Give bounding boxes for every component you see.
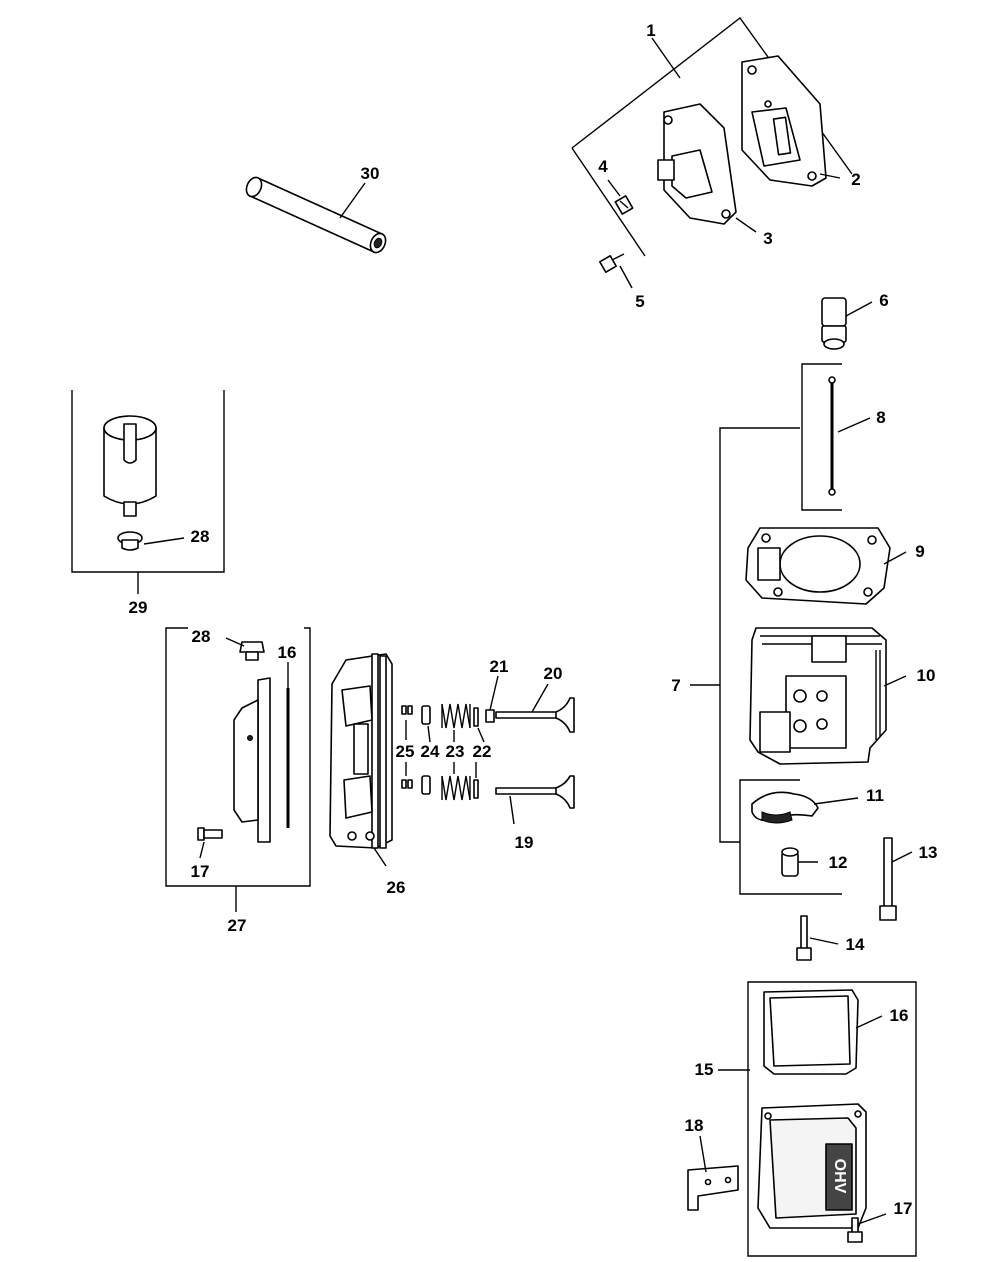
callout-17-right: 17 [894, 1199, 913, 1218]
filter-element [103, 415, 157, 517]
callout-22: 22 [473, 742, 492, 761]
callout-6: 6 [879, 291, 888, 310]
valve-cover-kit-group-15 [718, 981, 917, 1257]
callout-18: 18 [685, 1116, 704, 1135]
breather-cover-part-3 [657, 103, 757, 233]
callout-25: 25 [396, 742, 415, 761]
callout-4: 4 [598, 157, 608, 176]
callout-24: 24 [421, 742, 440, 761]
callout-7: 7 [671, 676, 680, 695]
ohv-logo-text: OHV [831, 1159, 848, 1194]
valve-cover-part: OHV [757, 1103, 867, 1229]
bracket-part-18 [687, 1135, 739, 1211]
callout-30: 30 [361, 164, 380, 183]
callout-labels: 1 2 3 4 5 6 7 8 9 10 11 12 13 14 15 16 1… [129, 21, 938, 1218]
grommet-part-28-upper [117, 531, 185, 551]
callout-5: 5 [635, 292, 644, 311]
valve-part-20 [495, 683, 575, 733]
screw-part-17-upper [197, 827, 223, 859]
callout-27: 27 [228, 916, 247, 935]
callout-16-left: 16 [278, 643, 297, 662]
washer-part-22 [473, 707, 485, 799]
valve-part-19 [495, 775, 575, 825]
callout-29: 29 [129, 598, 148, 617]
tube-part-30 [245, 176, 387, 254]
valve-seal-part-21 [485, 675, 499, 723]
tappet-part-6 [821, 297, 873, 350]
callout-13: 13 [919, 843, 938, 862]
cylinder-head-part-10 [749, 627, 907, 765]
callout-23: 23 [446, 742, 465, 761]
valve-cover-gasket-part-16 [763, 989, 883, 1075]
callout-12: 12 [829, 853, 848, 872]
filter-assembly-group-29 [71, 390, 225, 594]
valve-keepers-part-25 [401, 705, 413, 789]
callout-17-left: 17 [191, 862, 210, 881]
spring-part-4 [607, 179, 634, 215]
callout-19: 19 [515, 833, 534, 852]
grommet-part-28-lower [225, 637, 265, 661]
cylinder-head-assembly-group-7 [690, 363, 842, 895]
callout-15: 15 [695, 1060, 714, 1079]
screw-part-17-lower [847, 1213, 887, 1243]
rocker-pivot-part-12 [781, 847, 818, 877]
valve-cover-kit-group-27 [165, 627, 311, 912]
callout-2: 2 [851, 170, 860, 189]
head-gasket-part-9 [745, 527, 907, 605]
callout-20: 20 [544, 664, 563, 683]
cylinder-head-part-26 [329, 653, 393, 867]
callout-28-lower: 28 [192, 627, 211, 646]
callout-21: 21 [490, 657, 509, 676]
callout-3: 3 [763, 229, 772, 248]
callout-16-right: 16 [890, 1006, 909, 1025]
bolt-part-14 [796, 915, 839, 961]
head-bolt-part-13 [879, 837, 913, 921]
push-rod-part-8 [828, 376, 871, 496]
callout-8: 8 [876, 408, 885, 427]
screw-part-5 [599, 253, 633, 289]
callout-11: 11 [866, 786, 884, 805]
rocker-arm-part-11 [751, 791, 859, 824]
callout-10: 10 [917, 666, 936, 685]
cover-plate-left [233, 677, 271, 843]
callout-28-upper: 28 [191, 527, 210, 546]
callout-9: 9 [915, 542, 924, 561]
callout-14: 14 [846, 935, 865, 954]
retainer-part-24 [421, 705, 431, 795]
breather-gasket-part-2 [741, 55, 841, 187]
callout-1: 1 [646, 21, 655, 40]
valve-spring-part-23 [441, 703, 471, 801]
callout-26: 26 [387, 878, 406, 897]
